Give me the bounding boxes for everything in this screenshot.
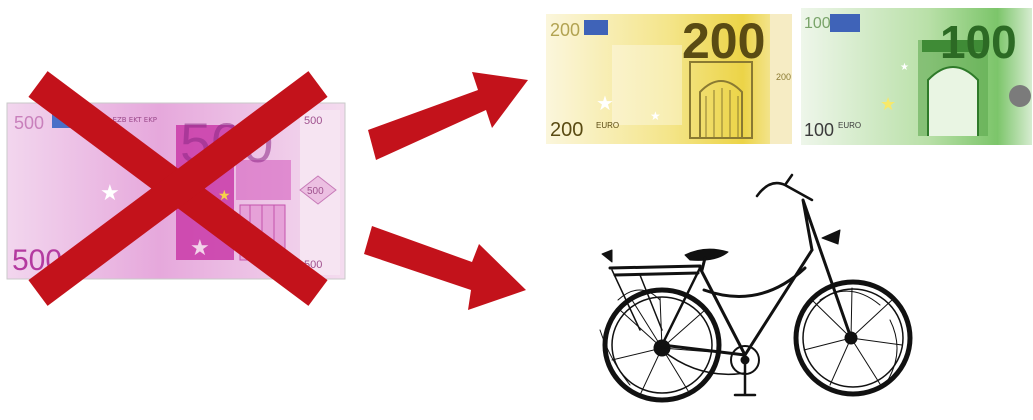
arrow-icon bbox=[364, 226, 526, 310]
star-icon: ★ bbox=[218, 188, 231, 204]
note-500-corner-value: 500 bbox=[14, 113, 44, 133]
banknote-200: ★ ★ bbox=[546, 14, 792, 144]
note-500-side-badge: 500 bbox=[307, 186, 324, 197]
note-100-currency: EURO bbox=[838, 121, 861, 130]
note-200-big-value: 200 bbox=[682, 13, 765, 69]
note-100-corner-value: 100 bbox=[804, 15, 831, 32]
note-200-corner-value: 200 bbox=[550, 20, 580, 40]
cross-out-icon bbox=[28, 71, 328, 306]
star-icon: ★ bbox=[190, 236, 210, 261]
bicycle-sketch-icon bbox=[599, 173, 913, 403]
note-100-big-value: 100 bbox=[940, 16, 1017, 68]
star-icon: ★ bbox=[880, 94, 896, 115]
note-200-bottom-value: 200 bbox=[550, 119, 583, 141]
star-icon: ★ bbox=[650, 109, 661, 123]
svg-text:BCE ECB EZB EKT EKP: BCE ECB EZB EKT EKP bbox=[80, 116, 157, 124]
note-200-side-value: 200 bbox=[776, 72, 791, 82]
star-icon: ★ bbox=[100, 181, 120, 206]
banknote-100: ★ ★ bbox=[801, 8, 1032, 145]
note-100-bottom-value: 100 bbox=[804, 120, 834, 140]
note-200-currency: EURO bbox=[596, 121, 619, 130]
note-500-side-value: 500 bbox=[304, 115, 322, 127]
star-icon: ★ bbox=[900, 62, 909, 73]
star-icon: ★ bbox=[596, 91, 614, 115]
arrow-icon bbox=[368, 72, 528, 160]
